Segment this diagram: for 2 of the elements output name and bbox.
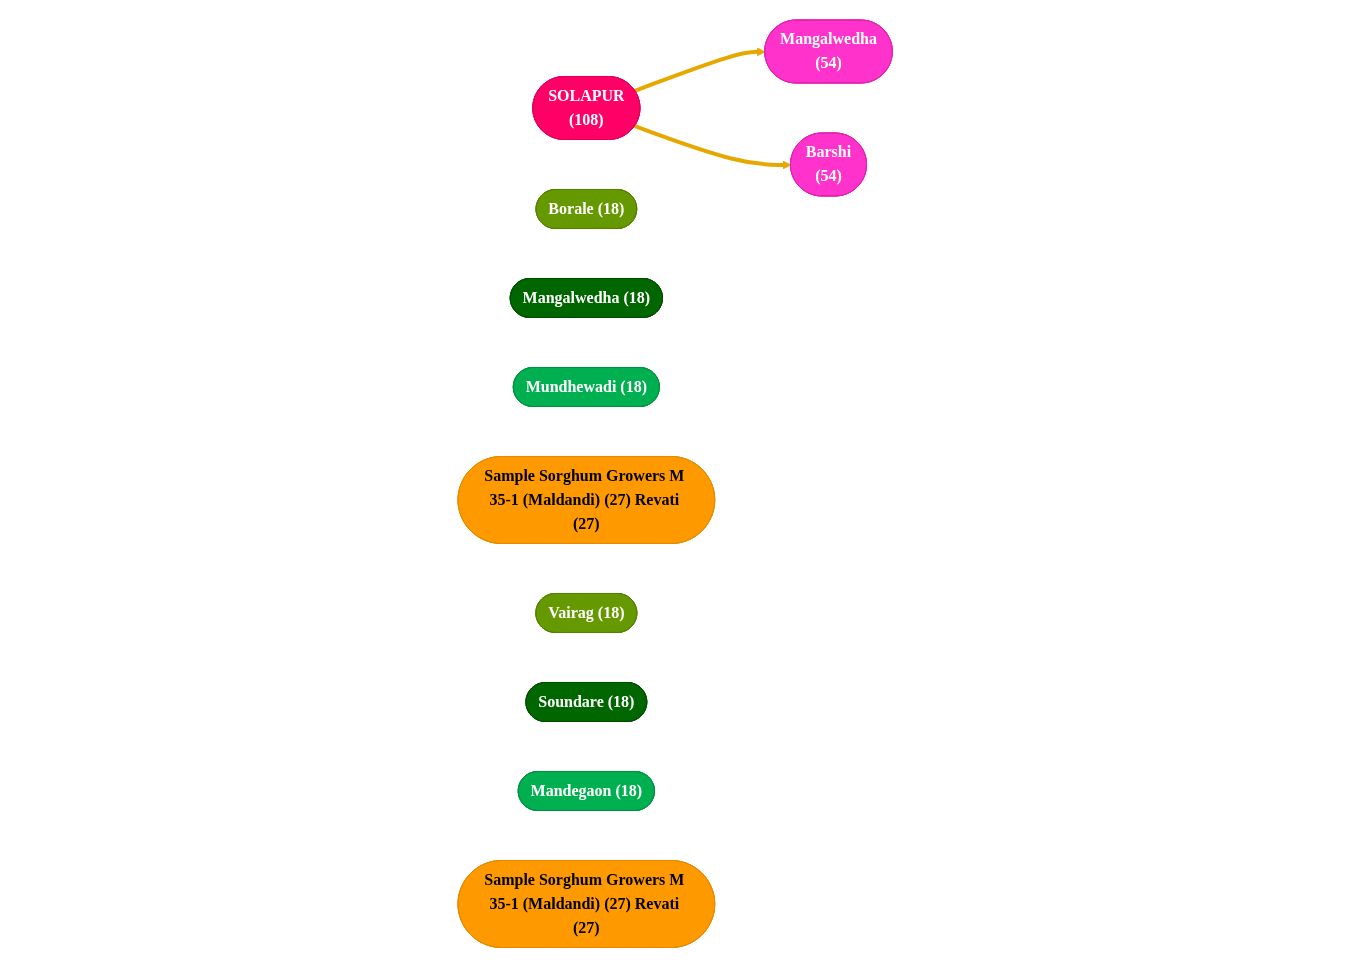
arrow — [634, 124, 792, 170]
arrow — [634, 47, 766, 93]
